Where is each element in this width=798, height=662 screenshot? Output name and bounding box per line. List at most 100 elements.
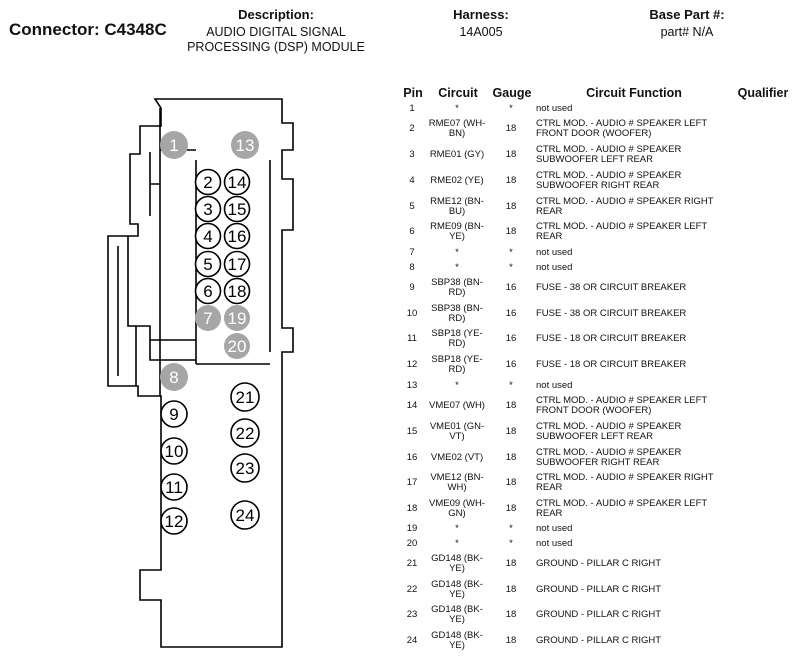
pin-number: 14 xyxy=(398,400,426,412)
column-header-gauge: Gauge xyxy=(492,86,532,100)
wire-gauge-line: 18 xyxy=(505,476,517,488)
connector-pin-16: 16 xyxy=(223,222,251,250)
description-line-2: PROCESSING (DSP) MODULE xyxy=(187,40,365,54)
connector-pin-circle xyxy=(160,131,188,159)
pin-number: 17 xyxy=(398,477,426,489)
connector-pin-circle xyxy=(224,333,250,359)
circuit-code-line: * xyxy=(455,102,459,114)
circuit-code: RME01 (GY) xyxy=(426,149,488,161)
circuit-function-line: CTRL MOD. - AUDIO # SPEAKER LEFT xyxy=(536,220,708,232)
circuit-function-line: CTRL MOD. - AUDIO # SPEAKER LEFT xyxy=(536,117,708,129)
pin-number-line: 13 xyxy=(406,379,418,391)
connector-pin-label: 13 xyxy=(236,136,255,155)
connector-pin-circle xyxy=(160,400,188,428)
connector-pin-label: 12 xyxy=(165,512,184,531)
connector-pin-18: 18 xyxy=(223,277,251,305)
circuit-code-line: * xyxy=(455,261,459,273)
circuit-function-line: REAR xyxy=(536,482,563,493)
connector-pin-label: 18 xyxy=(228,282,247,301)
pin-number-line: 20 xyxy=(406,537,418,549)
wire-gauge-line: * xyxy=(509,102,513,114)
circuit-code: GD148 (BK-YE) xyxy=(426,579,488,601)
wire-gauge-line: 16 xyxy=(505,358,517,370)
connector-pin-circle xyxy=(230,418,260,448)
circuit-code-line: BN) xyxy=(448,128,466,139)
pin-number-line: 2 xyxy=(409,122,415,134)
wire-gauge-line: 18 xyxy=(505,557,517,569)
circuit-code-line: RME09 (BN- xyxy=(430,220,484,232)
circuit-code-line: YE) xyxy=(449,589,465,600)
pin-number-line: 11 xyxy=(407,332,417,344)
wire-gauge-line: 18 xyxy=(505,583,517,595)
connector-pin-21: 21 xyxy=(230,382,260,412)
connector-pin-14: 14 xyxy=(223,168,251,196)
connector-pin-label: 16 xyxy=(228,227,247,246)
connector-pin-circle xyxy=(160,363,188,391)
connector-pin-label: 4 xyxy=(203,227,212,246)
circuit-function-line: not used xyxy=(536,537,573,549)
circuit-function-line: SUBWOOFER LEFT REAR xyxy=(536,431,654,442)
circuit-code-line: RD) xyxy=(448,338,466,349)
pin-number: 9 xyxy=(398,282,426,294)
circuit-function-line: CTRL MOD. - AUDIO # SPEAKER xyxy=(536,169,682,181)
wire-gauge-line: * xyxy=(509,379,513,391)
circuit-code: SBP38 (BN-RD) xyxy=(426,303,488,325)
connector-pin-label: 17 xyxy=(228,255,247,274)
connector-pin-circle xyxy=(223,195,251,223)
wire-gauge-line: 18 xyxy=(505,122,517,134)
pin-number-line: 18 xyxy=(406,502,418,514)
wire-gauge: 18 xyxy=(494,557,528,570)
connector-pin-label: 21 xyxy=(236,388,255,407)
circuit-function-line: FRONT DOOR (WOOFER) xyxy=(536,405,652,416)
wire-gauge-line: * xyxy=(509,537,513,549)
connector-pin-label: 14 xyxy=(228,173,247,192)
connector-pin-circle xyxy=(230,382,260,412)
circuit-function-line: not used xyxy=(536,102,573,114)
wire-gauge: 18 xyxy=(494,149,528,161)
description-line-1: AUDIO DIGITAL SIGNAL xyxy=(206,25,346,39)
wire-gauge: 16 xyxy=(494,333,528,345)
pin-number-line: 10 xyxy=(406,307,418,319)
circuit-code-line: GD148 (BK- xyxy=(431,552,483,564)
circuit-code: RME02 (YE) xyxy=(426,175,488,187)
connector-pin-19: 19 xyxy=(224,305,250,331)
circuit-code-line: VME07 (WH) xyxy=(429,399,485,411)
wire-gauge-line: 18 xyxy=(505,399,517,411)
connector-pin-circle xyxy=(160,437,188,465)
harness-label: Harness: xyxy=(453,7,509,22)
connector-pin-circle xyxy=(223,277,251,305)
connector-pin-circle xyxy=(230,453,260,483)
wire-gauge: 18 xyxy=(494,399,528,412)
circuit-function-line: CTRL MOD. - AUDIO # SPEAKER LEFT xyxy=(536,497,708,509)
pin-number: 3 xyxy=(398,149,426,161)
circuit-code: * xyxy=(426,538,488,550)
circuit-function-line: FUSE - 38 OR CIRCUIT BREAKER xyxy=(536,281,687,293)
wire-gauge: 18 xyxy=(494,201,528,213)
wire-gauge-line: 18 xyxy=(505,174,517,186)
wire-gauge-line: 16 xyxy=(505,281,517,293)
connector-pin-label: 11 xyxy=(165,478,183,497)
wire-gauge: 18 xyxy=(494,425,528,438)
pin-number-line: 24 xyxy=(406,634,418,646)
pin-number: 13 xyxy=(398,379,426,392)
wire-gauge: 18 xyxy=(494,609,528,621)
connector-pin-2: 2 xyxy=(194,168,222,196)
connector-pin-label: 3 xyxy=(203,200,212,219)
pin-number-line: 12 xyxy=(406,358,418,370)
wire-gauge-line: 18 xyxy=(505,425,517,437)
connector-pin-circle xyxy=(224,305,250,331)
circuit-code: * xyxy=(426,380,488,392)
pin-number: 1 xyxy=(398,103,426,115)
circuit-code-line: RD) xyxy=(448,313,466,324)
circuit-function: not used xyxy=(536,262,726,274)
circuit-function-line: CTRL MOD. - AUDIO # SPEAKER xyxy=(536,446,682,458)
wire-gauge-line: 18 xyxy=(505,225,517,237)
pin-number-line: 8 xyxy=(409,261,415,273)
wire-gauge: 16 xyxy=(494,358,528,371)
connector-housing-outline xyxy=(107,98,294,648)
pin-number: 5 xyxy=(398,201,426,213)
circuit-code: VME07 (WH) xyxy=(426,399,488,412)
pin-number: 18 xyxy=(398,502,426,515)
